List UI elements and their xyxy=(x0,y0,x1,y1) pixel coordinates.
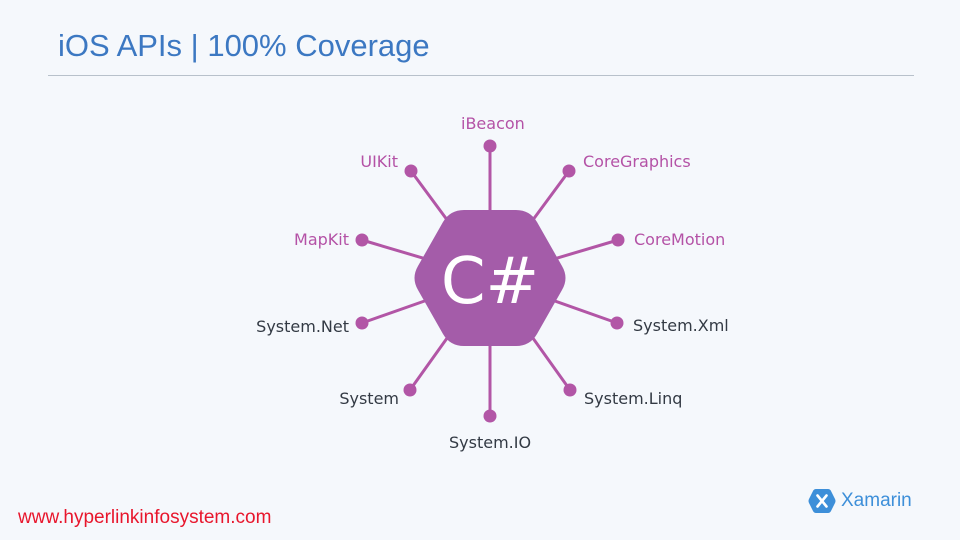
csharp-hub-label: C# xyxy=(441,245,539,319)
node-label-system-xml: System.Xml xyxy=(633,316,729,335)
xamarin-brand: Xamarin xyxy=(808,487,912,515)
slide-title: iOS APIs | 100% Coverage xyxy=(58,28,430,63)
node-label-system-linq: System.Linq xyxy=(584,389,683,408)
node-dot-coremotion xyxy=(611,233,625,247)
node-label-coregraphics: CoreGraphics xyxy=(583,152,691,171)
node-dot-system xyxy=(403,383,417,397)
title-divider xyxy=(48,75,914,76)
xamarin-brand-name: Xamarin xyxy=(841,490,912,511)
csharp-hub-hexagon xyxy=(414,210,566,346)
footer-website-link[interactable]: www.hyperlinkinfosystem.com xyxy=(18,507,272,528)
node-label-system-io: System.IO xyxy=(449,433,532,452)
node-dot-system-net xyxy=(355,316,369,330)
node-label-coremotion: CoreMotion xyxy=(634,230,726,249)
xamarin-logo-icon xyxy=(808,489,836,513)
node-dot-system-xml xyxy=(610,316,624,330)
node-label-mapkit: MapKit xyxy=(294,230,349,249)
node-dot-coregraphics xyxy=(562,164,576,178)
node-label-ibeacon: iBeacon xyxy=(461,114,525,133)
node-label-system-net: System.Net xyxy=(256,317,349,336)
node-dot-system-io xyxy=(483,409,497,423)
node-dot-uikit xyxy=(404,164,418,178)
node-dot-ibeacon xyxy=(483,139,497,153)
node-label-system: System xyxy=(339,389,399,408)
node-label-uikit: UIKit xyxy=(360,152,398,171)
node-dot-mapkit xyxy=(355,233,369,247)
node-dot-system-linq xyxy=(563,383,577,397)
